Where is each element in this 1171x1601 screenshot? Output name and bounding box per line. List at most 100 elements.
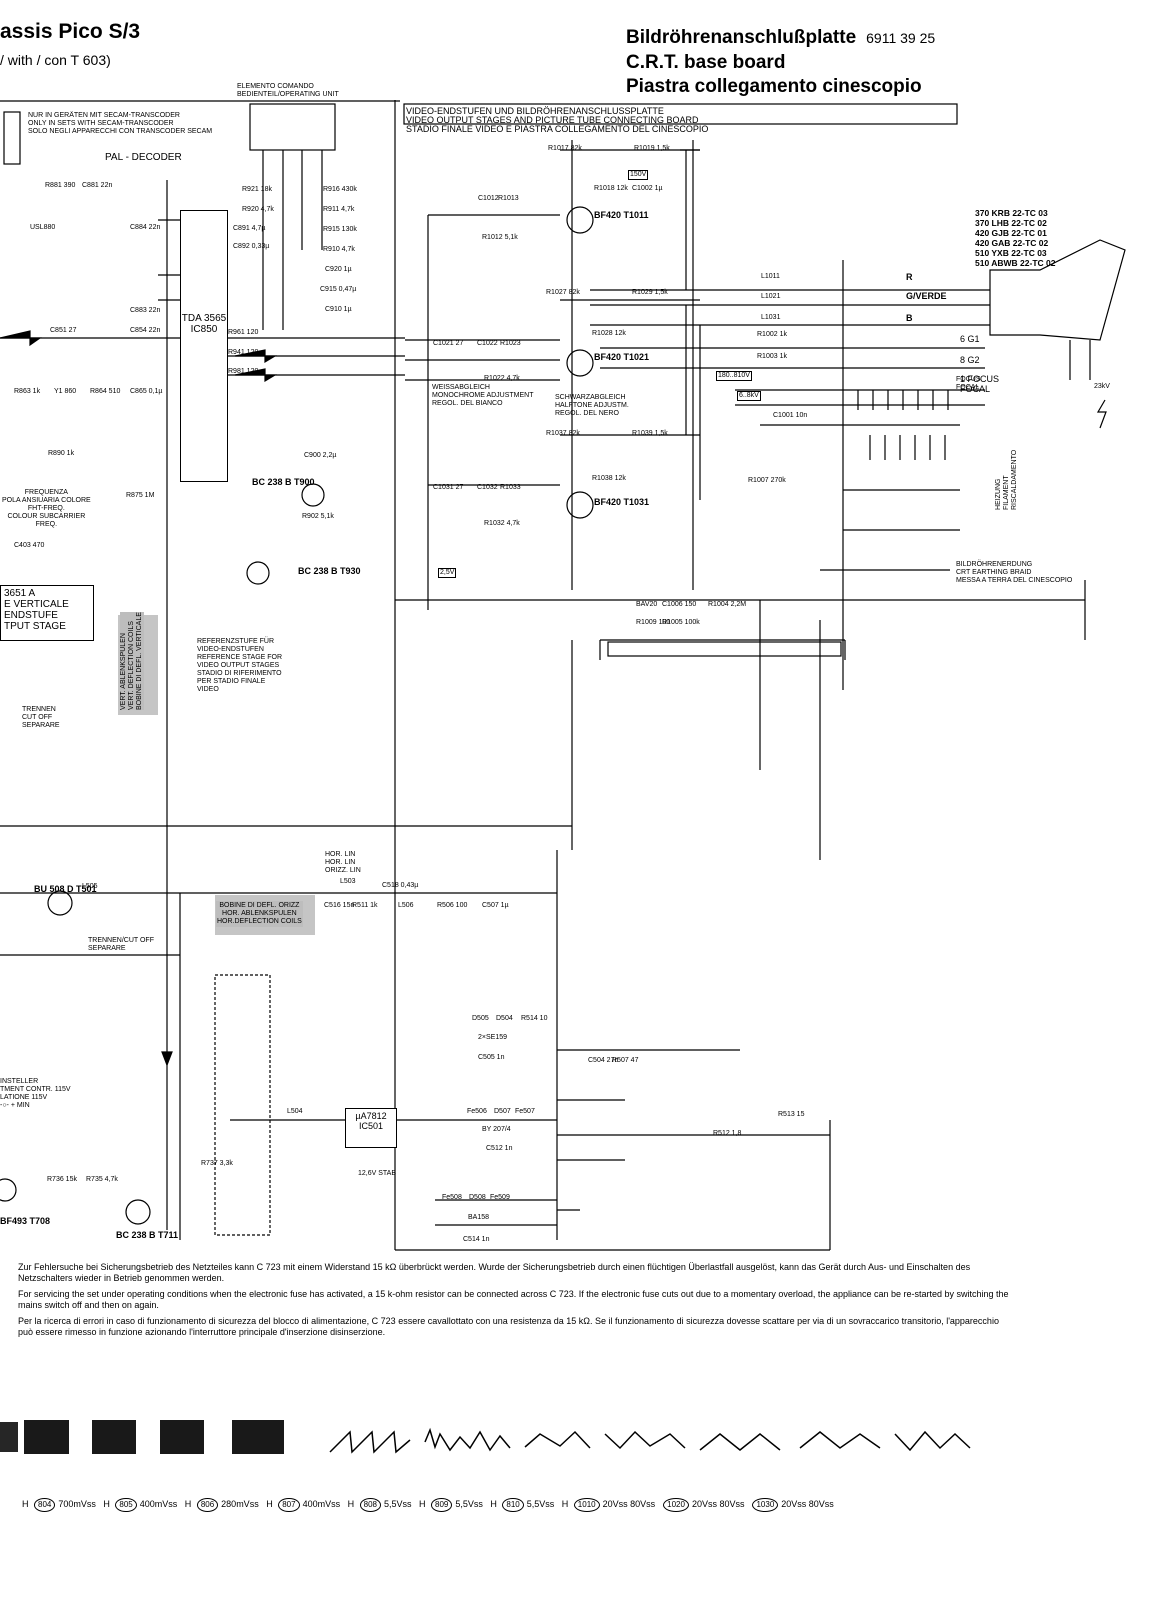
board-title-de: Bildröhrenanschlußplatte <box>626 27 857 48</box>
comp-r1028: R1028 12k <box>592 330 626 337</box>
comp-c854: C854 22n <box>130 327 161 334</box>
comp-r890: R890 1k <box>48 450 75 457</box>
comp-r1027: R1027 82k <box>546 289 580 296</box>
transistor-t900: BC 238 B T900 <box>252 477 315 487</box>
comp-r738: R737 3,3k <box>201 1160 233 1167</box>
waveform-1010-amp: 20Vss 80Vss <box>602 1499 656 1509</box>
video-output-label-en: VIDEO OUTPUT STAGES AND PICTURE TUBE CON… <box>406 115 699 125</box>
waveform-809-amp: 5,5Vss <box>455 1499 483 1509</box>
comp-by207: BY 207/4 <box>482 1126 511 1133</box>
service-notes: Zur Fehlersuche bei Sicherungsbetrieb de… <box>10 1262 1010 1343</box>
comp-r1037: R1037 82k <box>546 430 580 437</box>
waveform-1020-amp: 20Vss 80Vss <box>691 1499 745 1509</box>
comp-r513: R513 15 <box>778 1111 805 1118</box>
hor-lin-label: HOR. LIN HOR. LIN ORIZZ. LIN <box>325 851 361 874</box>
comp-c1006: R1004 2,2M <box>708 601 747 608</box>
white-balance-label: WEISSABGLEICH MONOCHROME ADJUSTMENT REGO… <box>432 384 534 407</box>
waveform-1030-amp: 20Vss 80Vss <box>781 1499 834 1509</box>
testpoint-804: 804 <box>34 1498 56 1512</box>
comp-d507: D507 <box>494 1108 511 1115</box>
comp-r1033: R1033 <box>500 484 521 491</box>
comp-c514: C514 1n <box>463 1236 490 1243</box>
waveform-804-amp: 700mVss <box>58 1499 96 1509</box>
comp-r1039: R1039 1,5k <box>632 430 668 437</box>
pin-b: B <box>906 313 913 323</box>
comp-ba158: BA158 <box>468 1214 490 1221</box>
comp-fe507: Fe507 <box>515 1108 535 1115</box>
video-output-label-it: STADIO FINALE VIDEO E PIASTRA COLLEGAMEN… <box>406 124 709 134</box>
waveform-807-amp: 400mVss <box>302 1499 341 1509</box>
pal-decoder-label: PAL - DECODER <box>105 152 182 163</box>
comp-r902: R902 5,1k <box>302 513 334 520</box>
comp-r941: R941 120 <box>228 349 259 356</box>
comp-c516: C516 15n <box>324 902 355 909</box>
focus-label: FOCUS FOCAL <box>956 376 981 391</box>
testpoint-1030: 1030 <box>752 1498 779 1512</box>
waveform-805-amp: 400mVss <box>139 1499 178 1509</box>
comp-r507: R507 47 <box>612 1057 639 1064</box>
tda3565-ic: TDA 3565 IC850 <box>180 210 228 482</box>
comp-c900: C900 2,2µ <box>304 452 337 459</box>
transistor-t501: BU 508 D T501 <box>34 884 97 894</box>
pin-focus: 1 FOCUS <box>960 374 1000 384</box>
transistor-t930: BC 238 B T930 <box>298 566 361 576</box>
comp-l506: L506 <box>398 902 414 909</box>
comp-c1002: C1002 1µ <box>632 185 663 192</box>
comp-r514: R514 10 <box>521 1015 548 1022</box>
voltage-150v: 150V <box>628 170 649 180</box>
pin-r: R <box>906 272 913 282</box>
voltage-focus: 6..8kV <box>737 391 761 401</box>
comp-r911: R911 4,7k <box>323 206 355 213</box>
comp-r1023: R1023 <box>500 340 521 347</box>
comp-c512: C512 1n <box>486 1145 513 1152</box>
comp-stab: 12,6V STAB <box>358 1170 397 1177</box>
comp-c1032: C1032 <box>477 484 498 491</box>
waveform-strip <box>0 1420 971 1454</box>
comp-c504: C504 27n <box>588 1057 619 1064</box>
vert-cutoff-label: TRENNEN CUT OFF SEPARARE <box>22 706 60 729</box>
comp-c1012: C1012 <box>478 195 499 202</box>
subcarrier-label: FREQUENZA POLA ANSIUARIA COLORE FHT-FREQ… <box>2 489 91 528</box>
comp-c851: C851 27 <box>50 327 77 334</box>
comp-c892: C892 0,33µ <box>233 243 270 250</box>
tube-type: 420 GJB 22-TC 01 <box>975 228 1047 238</box>
comp-c507: C507 1µ <box>482 902 509 909</box>
transistor-t708: BF493 T708 <box>0 1216 51 1226</box>
note-de: Zur Fehlersuche bei Sicherungsbetrieb de… <box>18 1262 971 1283</box>
comp-zpd12: R1009 100 <box>636 619 671 626</box>
black-balance-label: SCHWARZABGLEICH HALFTONE ADJUSTM. REGOL.… <box>555 394 629 417</box>
board-title-en: C.R.T. base board <box>626 52 786 73</box>
comp-fe509: Fe509 <box>490 1194 510 1201</box>
comp-r916: R916 430k <box>323 186 357 193</box>
comp-l1021: L1021 <box>761 293 781 300</box>
comp-r733: R736 15k <box>47 1176 77 1183</box>
comp-d1002: BAV20 <box>636 601 658 608</box>
testpoint-808: 808 <box>359 1498 381 1512</box>
voltage-adjust-label: INSTELLER TMENT CONTR. 115V LATIONE 115V… <box>0 1078 71 1109</box>
comp-c865: C865 0,1µ <box>130 388 163 395</box>
comp-c920: C920 1µ <box>325 266 352 273</box>
comp-d508: D508 <box>469 1194 486 1201</box>
comp-d504: D504 <box>496 1015 513 1022</box>
comp-r1022: R1022 4,7k <box>484 375 520 382</box>
comp-r1032: R1032 4,7k <box>484 520 520 527</box>
testpoint-807: 807 <box>278 1498 300 1512</box>
comp-c403: C403 470 <box>14 542 45 549</box>
comp-r1038: R1038 12k <box>592 475 626 482</box>
transistor-t1011: BF420 T1011 <box>594 210 649 220</box>
testpoint-1020: 1020 <box>663 1498 689 1512</box>
comp-l505: L505 <box>82 883 98 890</box>
comp-r1002: R1002 1k <box>757 331 787 338</box>
comp-d505: D505 <box>472 1015 489 1022</box>
secam-note-it: SOLO NEGLI APPARECCHI CON TRANSCODER SEC… <box>28 128 213 135</box>
board-title-it: Piastra collegamento cinescopio <box>626 76 922 97</box>
pin-g1: 6 G1 <box>960 334 980 344</box>
comp-fe506: Fe506 <box>467 1108 487 1115</box>
testpoint-805: 805 <box>115 1498 137 1512</box>
reference-stage-label: REFERENZSTUFE FÜR VIDEO-ENDSTUFEN REFERE… <box>197 638 283 693</box>
waveform-808-amp: 5,5Vss <box>383 1499 412 1509</box>
comp-r512: R512 1,8 <box>713 1130 742 1137</box>
comp-l503: L503 <box>340 878 356 885</box>
comp-r915: R915 130k <box>323 226 357 233</box>
